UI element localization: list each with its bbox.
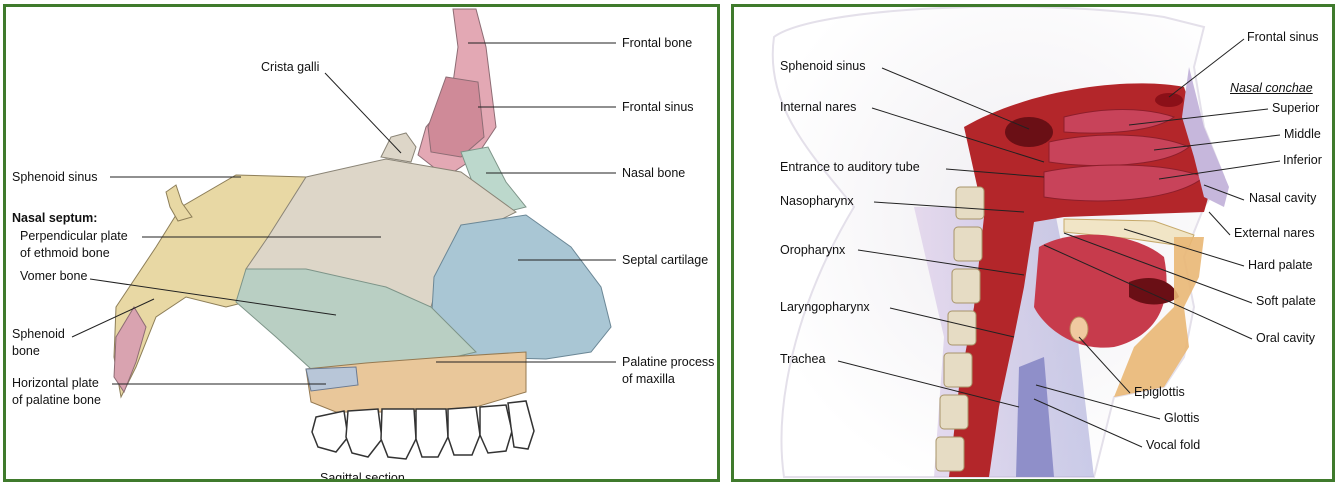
label-sphenoid-sinus: Sphenoid sinus (12, 170, 97, 185)
vertebra-5 (944, 353, 972, 387)
label-r-oral-cavity: Oral cavity (1256, 331, 1315, 346)
label-septal-cartilage: Septal cartilage (622, 253, 708, 268)
vertebra-6 (940, 395, 968, 429)
label-r-frontal-sinus: Frontal sinus (1247, 30, 1319, 45)
vertebra-1 (956, 187, 984, 219)
tooth-1 (312, 411, 348, 452)
caption-sagittal-section: Sagittal section (320, 471, 405, 482)
label-perpendicular-plate-line2: of ethmoid bone (20, 246, 110, 261)
label-vomer-bone: Vomer bone (20, 269, 87, 284)
label-horizontal-plate-line1: Horizontal plate (12, 376, 99, 391)
label-r-internal-nares: Internal nares (780, 100, 856, 115)
label-sphenoid-bone-line2: bone (12, 344, 40, 359)
label-nasal-septum-heading: Nasal septum: (12, 211, 97, 226)
label-palatine-process-line2: of maxilla (622, 372, 675, 387)
tooth-7 (508, 401, 534, 449)
label-perpendicular-plate-line1: Perpendicular plate (20, 229, 128, 244)
label-horizontal-plate-line2: of palatine bone (12, 393, 101, 408)
label-r-vocal-fold: Vocal fold (1146, 438, 1200, 453)
label-r-laryngopharynx: Laryngopharynx (780, 300, 870, 315)
tooth-6 (480, 405, 512, 453)
tooth-2 (346, 409, 382, 457)
label-r-entrance-auditory-tube: Entrance to auditory tube (780, 160, 920, 175)
label-r-inferior: Inferior (1283, 153, 1322, 168)
label-r-superior: Superior (1272, 101, 1319, 116)
vertebra-4 (948, 311, 976, 345)
label-nasal-bone: Nasal bone (622, 166, 685, 181)
label-r-nasal-cavity: Nasal cavity (1249, 191, 1316, 206)
label-frontal-sinus: Frontal sinus (622, 100, 694, 115)
tooth-5 (448, 407, 480, 455)
label-r-external-nares: External nares (1234, 226, 1315, 241)
label-r-trachea: Trachea (780, 352, 825, 367)
respiratory-tract-panel: Frontal sinus Sphenoid sinus Nasal conch… (731, 4, 1335, 482)
label-r-nasopharynx: Nasopharynx (780, 194, 854, 209)
vertebra-7 (936, 437, 964, 471)
tooth-4 (416, 409, 448, 457)
label-r-oropharynx: Oropharynx (780, 243, 845, 258)
label-r-sphenoid-sinus: Sphenoid sinus (780, 59, 865, 74)
label-palatine-process-line1: Palatine process (622, 355, 714, 370)
label-crista-galli: Crista galli (261, 60, 319, 75)
frontal-sinus-shape (1155, 93, 1183, 107)
vertebra-2 (954, 227, 982, 261)
label-r-nasal-conchae: Nasal conchae (1230, 81, 1313, 96)
label-r-soft-palate: Soft palate (1256, 294, 1316, 309)
label-r-hard-palate: Hard palate (1248, 258, 1313, 273)
label-r-epiglottis: Epiglottis (1134, 385, 1185, 400)
label-sphenoid-bone-line1: Sphenoid (12, 327, 65, 342)
nasal-septum-panel: Crista galli Frontal bone Frontal sinus … (3, 4, 720, 482)
vertebra-3 (952, 269, 980, 303)
label-frontal-bone: Frontal bone (622, 36, 692, 51)
label-r-middle: Middle (1284, 127, 1321, 142)
label-r-glottis: Glottis (1164, 411, 1199, 426)
tooth-3 (381, 409, 416, 459)
